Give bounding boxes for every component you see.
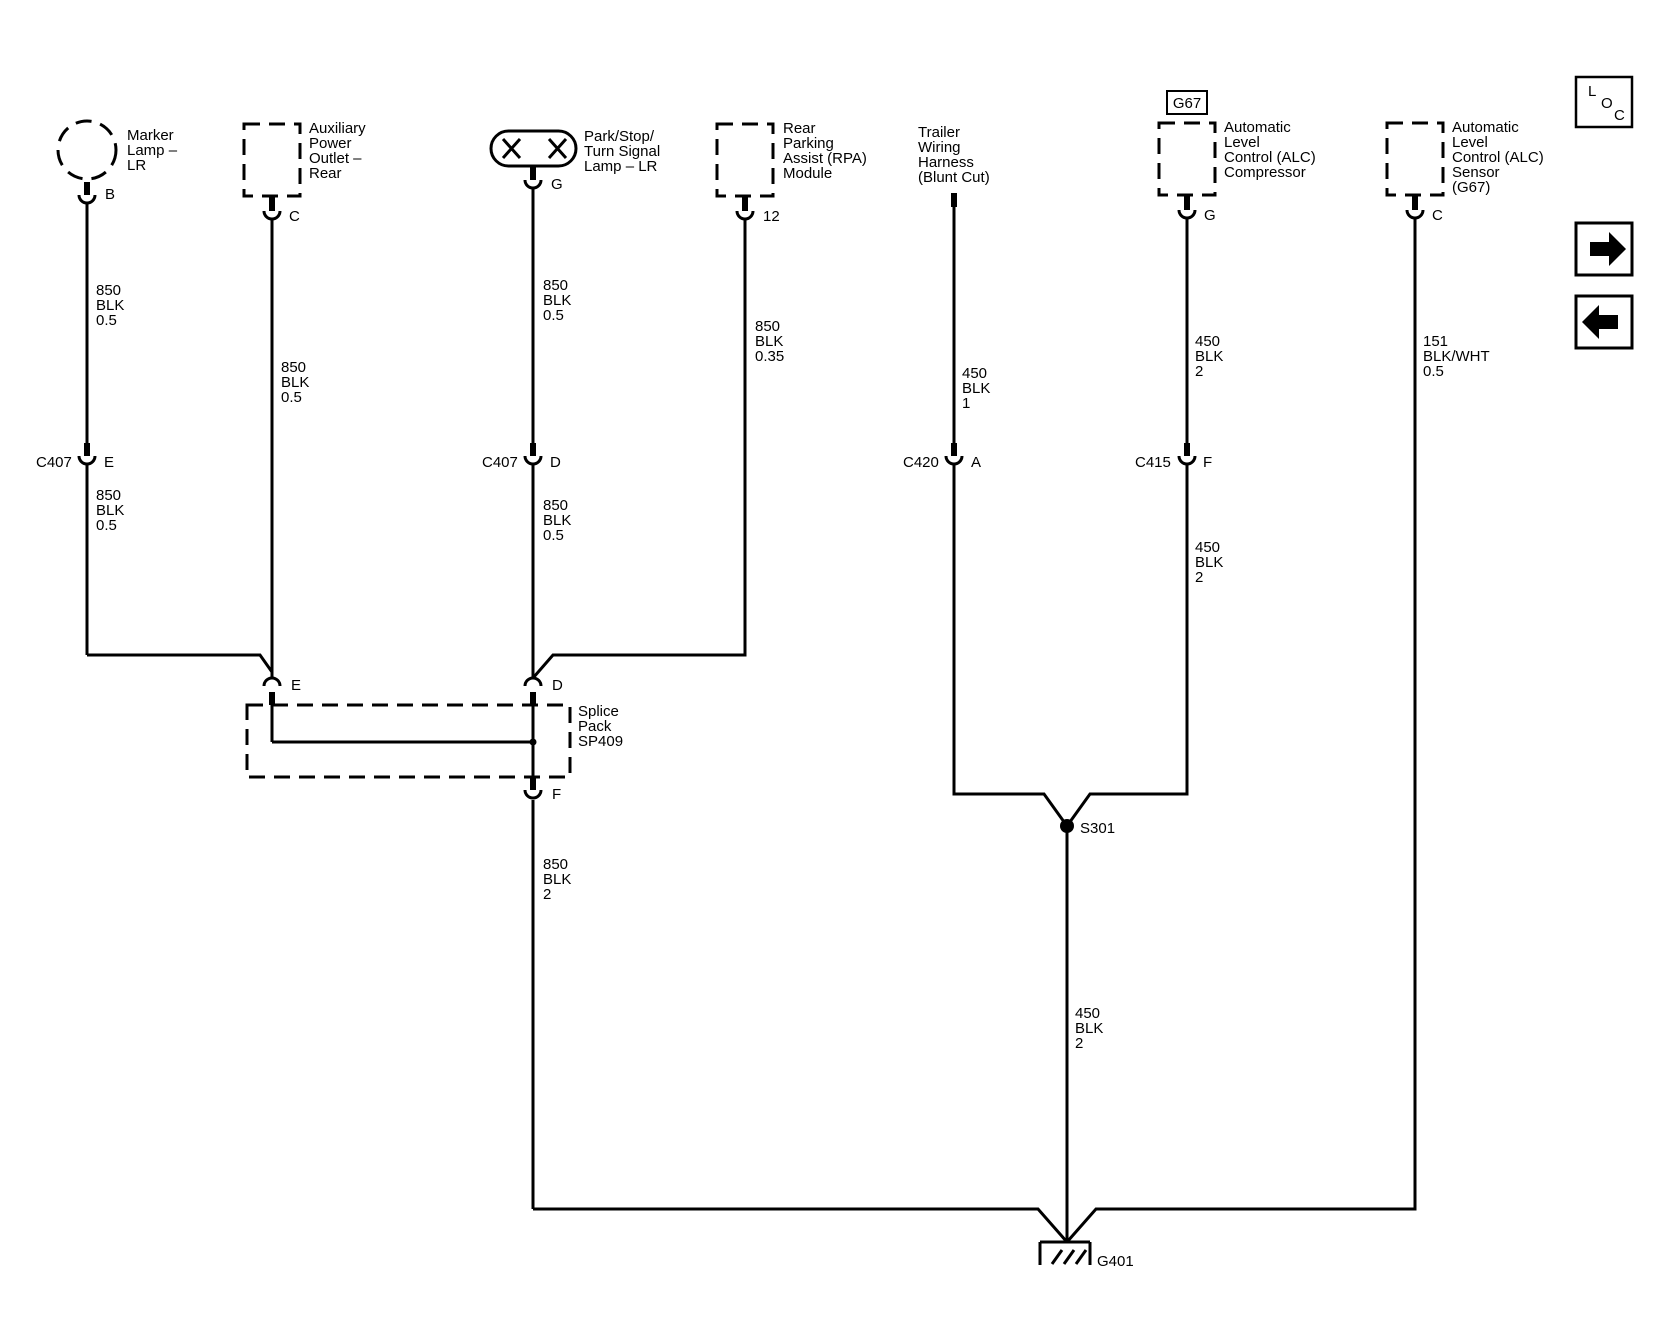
next-page-button[interactable] bbox=[1574, 221, 1634, 277]
pin-label-c407-mid: D bbox=[550, 454, 561, 471]
connector-label-c407-mid: C407 bbox=[482, 454, 518, 471]
marker-pin-terminal bbox=[77, 182, 97, 205]
ground-g401-icon bbox=[1038, 1240, 1092, 1265]
alc-compressor-symbol bbox=[1157, 121, 1217, 197]
rpa-module-symbol bbox=[715, 122, 775, 198]
marker-lamp-label: Marker Lamp – LR bbox=[127, 127, 181, 174]
wire-label-s301-out: 450 BLK 2 bbox=[1075, 1005, 1108, 1052]
marker-lamp-symbol bbox=[56, 119, 118, 181]
wire-label-alc-comp-lower: 450 BLK 2 bbox=[1195, 539, 1228, 586]
alc-compressor-label: Automatic Level Control (ALC) Compressor bbox=[1224, 119, 1320, 181]
wire-label-splice-out: 850 BLK 2 bbox=[543, 856, 576, 903]
wire-label-aux: 850 BLK 0.5 bbox=[281, 359, 314, 406]
c420-connector-symbol bbox=[944, 443, 964, 466]
loc-letter-c: C bbox=[1614, 107, 1625, 124]
park-lamp-label: Park/Stop/ Turn Signal Lamp – LR bbox=[584, 128, 664, 175]
rpa-pin-terminal bbox=[735, 197, 755, 221]
aux-power-label: Auxiliary Power Outlet – Rear bbox=[309, 120, 370, 182]
s301-label: S301 bbox=[1080, 820, 1115, 837]
pin-label-splice-e: E bbox=[291, 677, 301, 694]
g67-badge-label: G67 bbox=[1173, 95, 1201, 112]
g401-label: G401 bbox=[1097, 1253, 1134, 1270]
aux-pin-terminal bbox=[262, 197, 282, 221]
wire-label-trailer: 450 BLK 1 bbox=[962, 365, 995, 412]
loc-letter-l: L bbox=[1588, 83, 1596, 100]
pin-label-alc-comp: G bbox=[1204, 207, 1216, 224]
wire-label-park-lower: 850 BLK 0.5 bbox=[543, 497, 576, 544]
park-lamp-bulb-icon bbox=[489, 129, 578, 168]
rpa-module-label: Rear Parking Assist (RPA) Module bbox=[783, 120, 871, 182]
pin-label-splice-d: D bbox=[552, 677, 563, 694]
splice-pack-label: Splice Pack SP409 bbox=[578, 703, 623, 750]
arrow-right-icon bbox=[1590, 232, 1626, 266]
pin-label-aux: C bbox=[289, 208, 300, 225]
splice-f-terminal bbox=[523, 777, 543, 800]
arrow-left-icon bbox=[1582, 305, 1618, 339]
pin-label-alc-sensor: C bbox=[1432, 207, 1443, 224]
c415-connector-symbol bbox=[1177, 443, 1197, 466]
loc-button[interactable]: L O C bbox=[1574, 75, 1634, 129]
park-pin-terminal bbox=[523, 167, 543, 190]
pin-label-c420: A bbox=[971, 454, 981, 471]
connector-label-c420: C420 bbox=[903, 454, 939, 471]
pin-label-c415: F bbox=[1203, 454, 1212, 471]
c407-mid-connector-symbol bbox=[523, 443, 543, 466]
wire-label-alc-sensor: 151 BLK/WHT 0.5 bbox=[1423, 333, 1494, 380]
alc-sensor-pin-terminal bbox=[1405, 196, 1425, 220]
splice-pack-box bbox=[245, 703, 572, 779]
pin-label-park: G bbox=[551, 176, 563, 193]
splice-d-terminal bbox=[523, 676, 543, 705]
aux-power-outlet-symbol bbox=[242, 122, 302, 198]
s301-splice-dot bbox=[1060, 819, 1074, 833]
splice-pack-junction-dot bbox=[529, 738, 537, 746]
pin-label-splice-f: F bbox=[552, 786, 561, 803]
connector-label-c407-left: C407 bbox=[36, 454, 72, 471]
trailer-harness-label: Trailer Wiring Harness (Blunt Cut) bbox=[918, 124, 990, 186]
g67-badge bbox=[1166, 90, 1208, 115]
pin-label-c407-left: E bbox=[104, 454, 114, 471]
wire-label-park-upper: 850 BLK 0.5 bbox=[543, 277, 576, 324]
pin-label-marker: B bbox=[105, 186, 115, 203]
wire-network bbox=[85, 188, 1417, 1243]
wire-label-marker-lower: 850 BLK 0.5 bbox=[96, 487, 129, 534]
alc-comp-pin-terminal bbox=[1177, 196, 1197, 220]
alc-sensor-symbol bbox=[1385, 121, 1445, 197]
wire-label-alc-comp-upper: 450 BLK 2 bbox=[1195, 333, 1228, 380]
previous-page-button[interactable] bbox=[1574, 294, 1634, 350]
loc-letter-o: O bbox=[1601, 95, 1613, 112]
pin-label-rpa: 12 bbox=[763, 208, 780, 225]
alc-sensor-label: Automatic Level Control (ALC) Sensor (G6… bbox=[1452, 119, 1548, 196]
wire-label-rpa: 850 BLK 0.35 bbox=[755, 318, 788, 365]
wire-label-marker-upper: 850 BLK 0.5 bbox=[96, 282, 129, 329]
c407-left-connector-symbol bbox=[77, 443, 97, 466]
connector-label-c415: C415 bbox=[1135, 454, 1171, 471]
splice-e-terminal bbox=[262, 676, 282, 705]
